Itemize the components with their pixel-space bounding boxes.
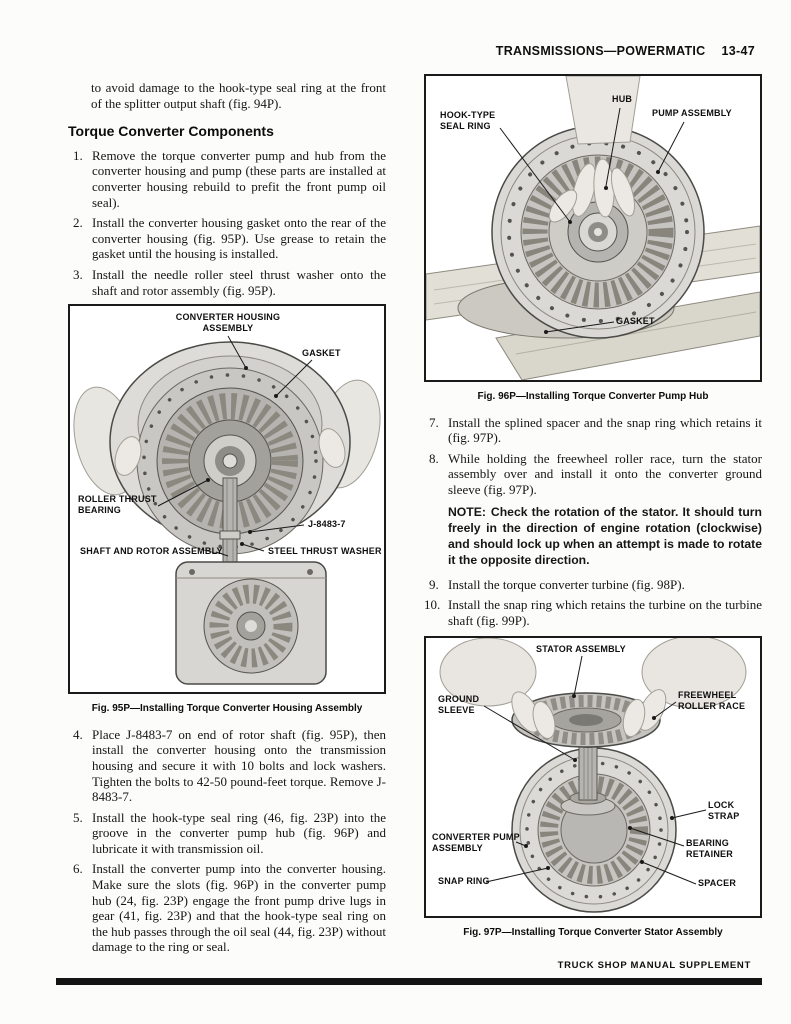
fig97-label-spacer: SPACER [698, 878, 737, 889]
fig95-caption: Fig. 95P—Installing Torque Converter Hou… [91, 703, 363, 715]
step-text: Place J-8483-7 on end of rotor shaft (fi… [92, 726, 386, 805]
note-paragraph: NOTE:Check the rotation of the stator. I… [424, 504, 762, 568]
fig97-label-stator-assembly: STATOR ASSEMBLY [536, 644, 626, 655]
left-column: to avoid damage to the hook-type seal ri… [68, 80, 386, 960]
step-item-9: 9. Install the torque converter turbine … [424, 577, 762, 593]
right-column: HOOK-TYPE SEAL RING HUB PUMP ASSEMBLY GA… [424, 74, 762, 951]
note-label: NOTE: [448, 504, 486, 519]
fig97-caption: Fig. 97P—Installing Torque Converter Sta… [463, 927, 723, 939]
fig96-label-pump-assembly: PUMP ASSEMBLY [652, 108, 732, 118]
note-text: Check the rotation of the stator. It sho… [448, 504, 762, 567]
step-number: 8. [429, 450, 439, 466]
fig97-artwork [439, 638, 747, 914]
fig95-label-shaft-rotor: SHAFT AND ROTOR ASSEMBLY [80, 546, 223, 557]
figure-95p: CONVERTER HOUSING ASSEMBLY GASKET ROLLER… [68, 304, 386, 695]
step-text: Install the converter housing gasket ont… [92, 215, 386, 262]
fig96-label-hook-type-seal-ring: HOOK-TYPE SEAL RING [440, 110, 496, 131]
fig95-label-housing: CONVERTER HOUSING ASSEMBLY [175, 312, 281, 333]
step-text: Install the needle roller steel thrust w… [92, 266, 386, 298]
step-number: 3. [73, 266, 83, 282]
step-item-3: 3. Install the needle roller steel thrus… [68, 267, 386, 298]
step-number: 5. [73, 809, 83, 825]
fig95-label-roller-thrust-bearing: ROLLER THRUST BEARING [78, 494, 157, 515]
hands [439, 638, 747, 740]
fig97-label-ground-sleeve: GROUND SLEEVE [438, 694, 480, 715]
fig96-label-gasket: GASKET [616, 316, 655, 326]
step-item-8: 8. While holding the freewheel roller ra… [424, 451, 762, 498]
step-number: 10. [424, 597, 441, 613]
ground-sleeve-art [560, 740, 616, 816]
fig96-artwork [426, 76, 760, 380]
step-item-7: 7. Install the splined spacer and the sn… [424, 415, 762, 446]
header-title: TRANSMISSIONS—POWERMATIC [495, 44, 706, 58]
step-text: Install the hook-type seal ring (46, fig… [92, 809, 386, 856]
section-heading: Torque Converter Components [68, 123, 274, 140]
step-item-5: 5. Install the hook-type seal ring (46, … [68, 810, 386, 857]
rotor-shaft-art [219, 477, 241, 571]
step-number: 6. [73, 861, 83, 877]
intro-paragraph: to avoid damage to the hook-type seal ri… [91, 80, 386, 111]
leader-lines [499, 107, 685, 334]
step-text: Install the torque converter turbine (fi… [448, 576, 685, 592]
step-item-4: 4. Place J-8483-7 on end of rotor shaft … [68, 727, 386, 805]
fig96-caption: Fig. 96P—Installing Torque Converter Pum… [477, 391, 709, 402]
footer-text: TRUCK SHOP MANUAL SUPPLEMENT [557, 960, 751, 971]
fig95-label-gasket: GASKET [302, 348, 341, 359]
step-item-6: 6. Install the converter pump into the c… [68, 861, 386, 955]
step-item-2: 2. Install the converter housing gasket … [68, 215, 386, 262]
fig95-artwork [73, 335, 381, 685]
fig95-label-thrust-washer: STEEL THRUST WASHER [268, 546, 382, 557]
pump-assembly-art [491, 125, 705, 339]
step-item-10: 10. Install the snap ring which retains … [424, 597, 762, 628]
leader-lines [157, 335, 313, 557]
step-text: Remove the torque converter pump and hub… [92, 147, 386, 210]
fig97-label-snap-ring: SNAP RING [438, 876, 490, 887]
fig97-label-lock-strap: LOCK STRAP [708, 800, 740, 821]
figure-97p: STATOR ASSEMBLY GROUND SLEEVE FREEWHEEL … [424, 636, 762, 919]
fig97-label-converter-pump-assembly: CONVERTER PUMP ASSEMBLY [432, 832, 520, 853]
step-text: Install the splined spacer and the snap … [448, 414, 762, 446]
fig96-label-hub: HUB [612, 94, 633, 104]
step-item-1: 1. Remove the torque converter pump and … [68, 148, 386, 210]
step-number: 7. [429, 414, 439, 430]
fig95-label-tool-j8483: J-8483-7 [308, 519, 346, 530]
fig97-label-freewheel-roller-race: FREEWHEEL ROLLER RACE [678, 690, 746, 711]
figure-96p: HOOK-TYPE SEAL RING HUB PUMP ASSEMBLY GA… [424, 74, 762, 382]
step-number: 4. [73, 726, 83, 742]
step-text: Install the converter pump into the conv… [92, 861, 386, 955]
fig97-label-bearing-retainer: BEARING RETAINER [686, 838, 733, 859]
rotor-assembly-art [175, 561, 327, 685]
step-number: 1. [73, 147, 83, 163]
step-text: Install the snap ring which retains the … [448, 597, 762, 628]
step-number: 2. [73, 215, 83, 231]
page-header: TRANSMISSIONS—POWERMATIC 13-47 [496, 44, 755, 58]
leader-lines [483, 656, 707, 885]
bottom-rule [56, 978, 762, 985]
page-number: 13-47 [721, 44, 755, 58]
converter-housing-art [109, 341, 351, 555]
step-number: 9. [429, 576, 439, 592]
step-text: While holding the freewheel roller race,… [448, 450, 762, 497]
